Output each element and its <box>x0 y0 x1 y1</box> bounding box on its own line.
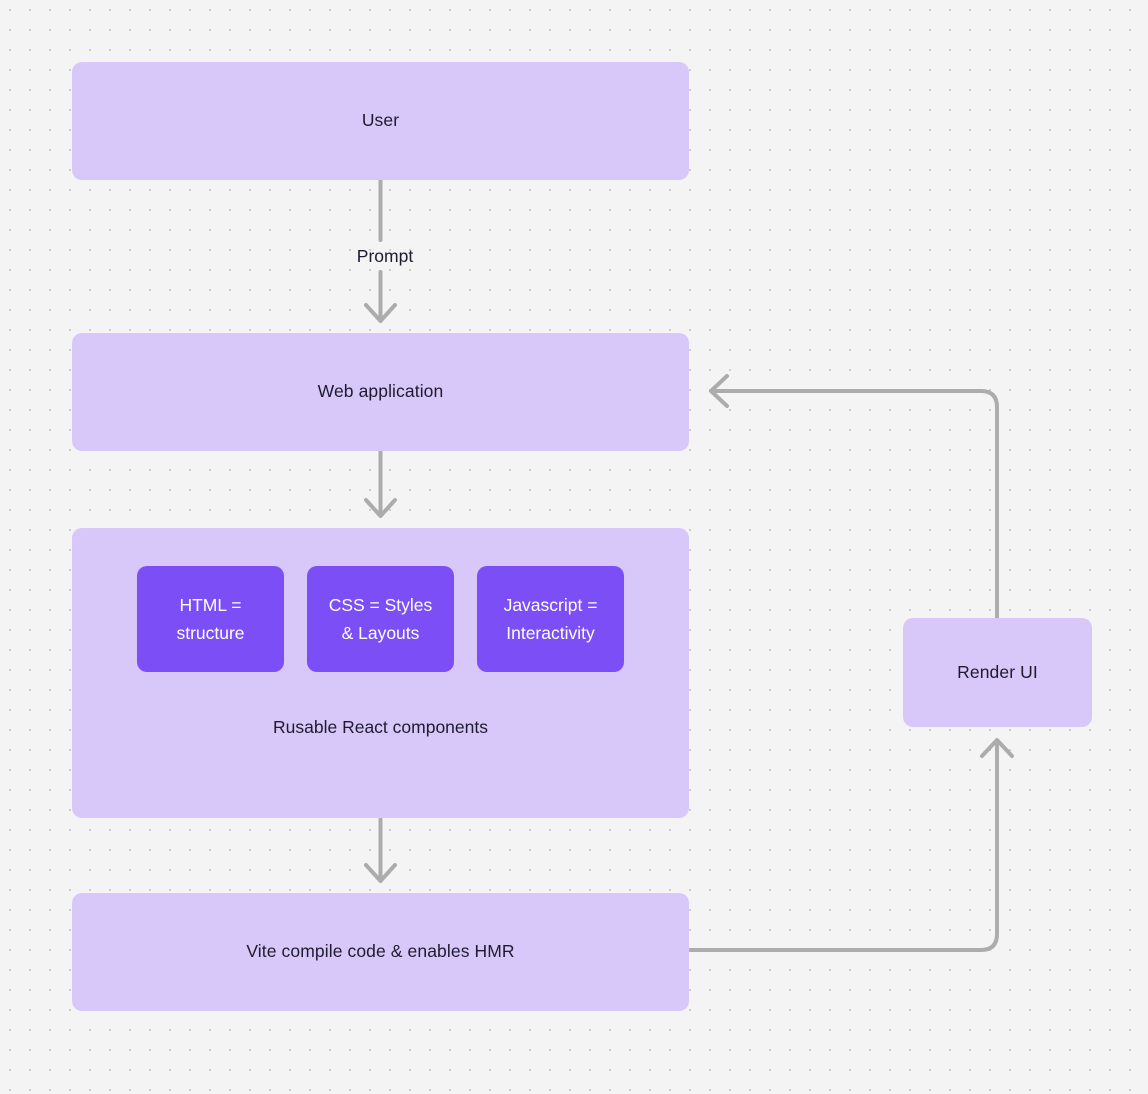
chip-html[interactable]: HTML = structure <box>137 566 284 672</box>
chip-css[interactable]: CSS = Styles & Layouts <box>307 566 454 672</box>
node-react-components-label: Rusable React components <box>273 717 488 737</box>
node-render-ui[interactable]: Render UI <box>903 618 1092 727</box>
node-vite-label: Vite compile code & enables HMR <box>246 941 515 962</box>
node-render-ui-label: Render UI <box>957 661 1038 682</box>
edge-webapp-to-react <box>364 450 397 518</box>
edge-render-to-webapp <box>709 374 999 619</box>
node-web-application[interactable]: Web application <box>72 333 689 451</box>
chip-css-label: CSS = Styles & Layouts <box>328 594 433 643</box>
node-user-label: User <box>361 110 400 131</box>
react-chip-row: HTML = structure CSS = Styles & Layouts … <box>72 566 689 672</box>
chip-javascript[interactable]: Javascript = Interactivity <box>477 566 624 672</box>
node-react-components-group[interactable]: HTML = structure CSS = Styles & Layouts … <box>72 528 689 818</box>
edge-label-prompt: Prompt <box>356 246 414 266</box>
edge-vite-to-render <box>688 738 1014 952</box>
chip-javascript-label: Javascript = Interactivity <box>503 594 598 643</box>
node-web-application-label: Web application <box>317 381 444 402</box>
edge-react-to-vite <box>364 817 397 883</box>
node-user[interactable]: User <box>72 62 689 180</box>
node-vite[interactable]: Vite compile code & enables HMR <box>72 893 689 1011</box>
chip-html-label: HTML = structure <box>176 594 245 643</box>
